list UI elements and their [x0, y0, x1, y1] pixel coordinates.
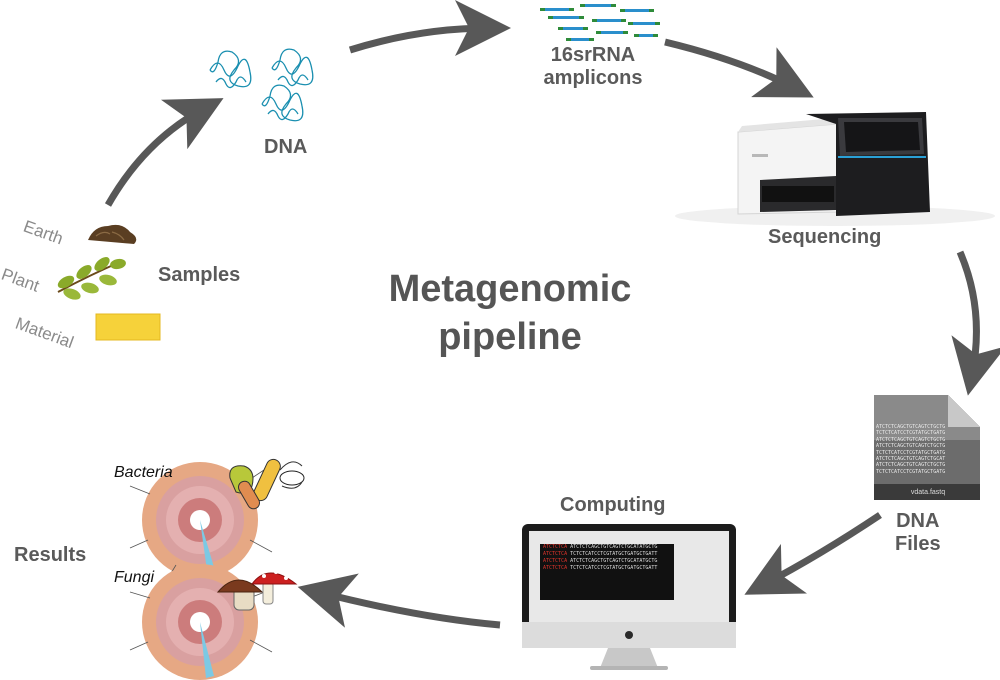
- dna-files-label: DNA Files: [895, 510, 941, 556]
- dna-files-label-line2: Files: [895, 533, 941, 555]
- amplicons-label-line2: amplicons: [543, 67, 643, 89]
- pipeline-title-line2: pipeline: [438, 316, 582, 358]
- fungi-result-chart: [129, 564, 273, 680]
- dna-strands-icon: [209, 48, 314, 122]
- amplicons-label-line1: 16srRNA: [550, 44, 636, 66]
- result-group-fungi: Fungi: [114, 569, 155, 586]
- dna-label: DNA: [264, 136, 308, 158]
- sponge-icon: [95, 313, 161, 341]
- amplicons-label: 16srRNA amplicons: [538, 44, 648, 90]
- pipeline-title: Metagenomic pipeline: [300, 265, 720, 361]
- arrow-computing-to-results: [297, 573, 501, 629]
- pipeline-title-line1: Metagenomic: [388, 268, 632, 310]
- plant-icon: [57, 257, 126, 300]
- arrow-files-to-computing: [744, 512, 882, 595]
- results-label: Results: [14, 544, 87, 566]
- arrow-samples-to-dna: [104, 98, 224, 207]
- sequencing-label: Sequencing: [768, 226, 882, 248]
- result-group-bacteria: Bacteria: [114, 464, 173, 481]
- amplicon-bars-icon: [540, 4, 660, 41]
- bacteria-icon: [229, 458, 305, 510]
- sequencer-icon: [675, 112, 995, 226]
- fungi-icon: [216, 570, 298, 611]
- arrow-amplicons-to-sequencing: [664, 38, 814, 98]
- bacteria-result-chart: [129, 462, 273, 579]
- soil-icon: [88, 224, 137, 244]
- dna-files-label-line1: DNA: [896, 510, 940, 532]
- computing-label: Computing: [560, 494, 666, 516]
- dna-file-icon: [874, 395, 980, 500]
- arrow-dna-to-amplicons: [348, 0, 511, 57]
- arrow-sequencing-to-files: [951, 250, 1000, 396]
- file-name: vdata.fastq: [910, 489, 946, 496]
- samples-label: Samples: [158, 264, 241, 286]
- terminal-screen: ATCTCTCA ATCTCTCAGCTGTCAGTCTGCATATGCTG A…: [540, 544, 674, 600]
